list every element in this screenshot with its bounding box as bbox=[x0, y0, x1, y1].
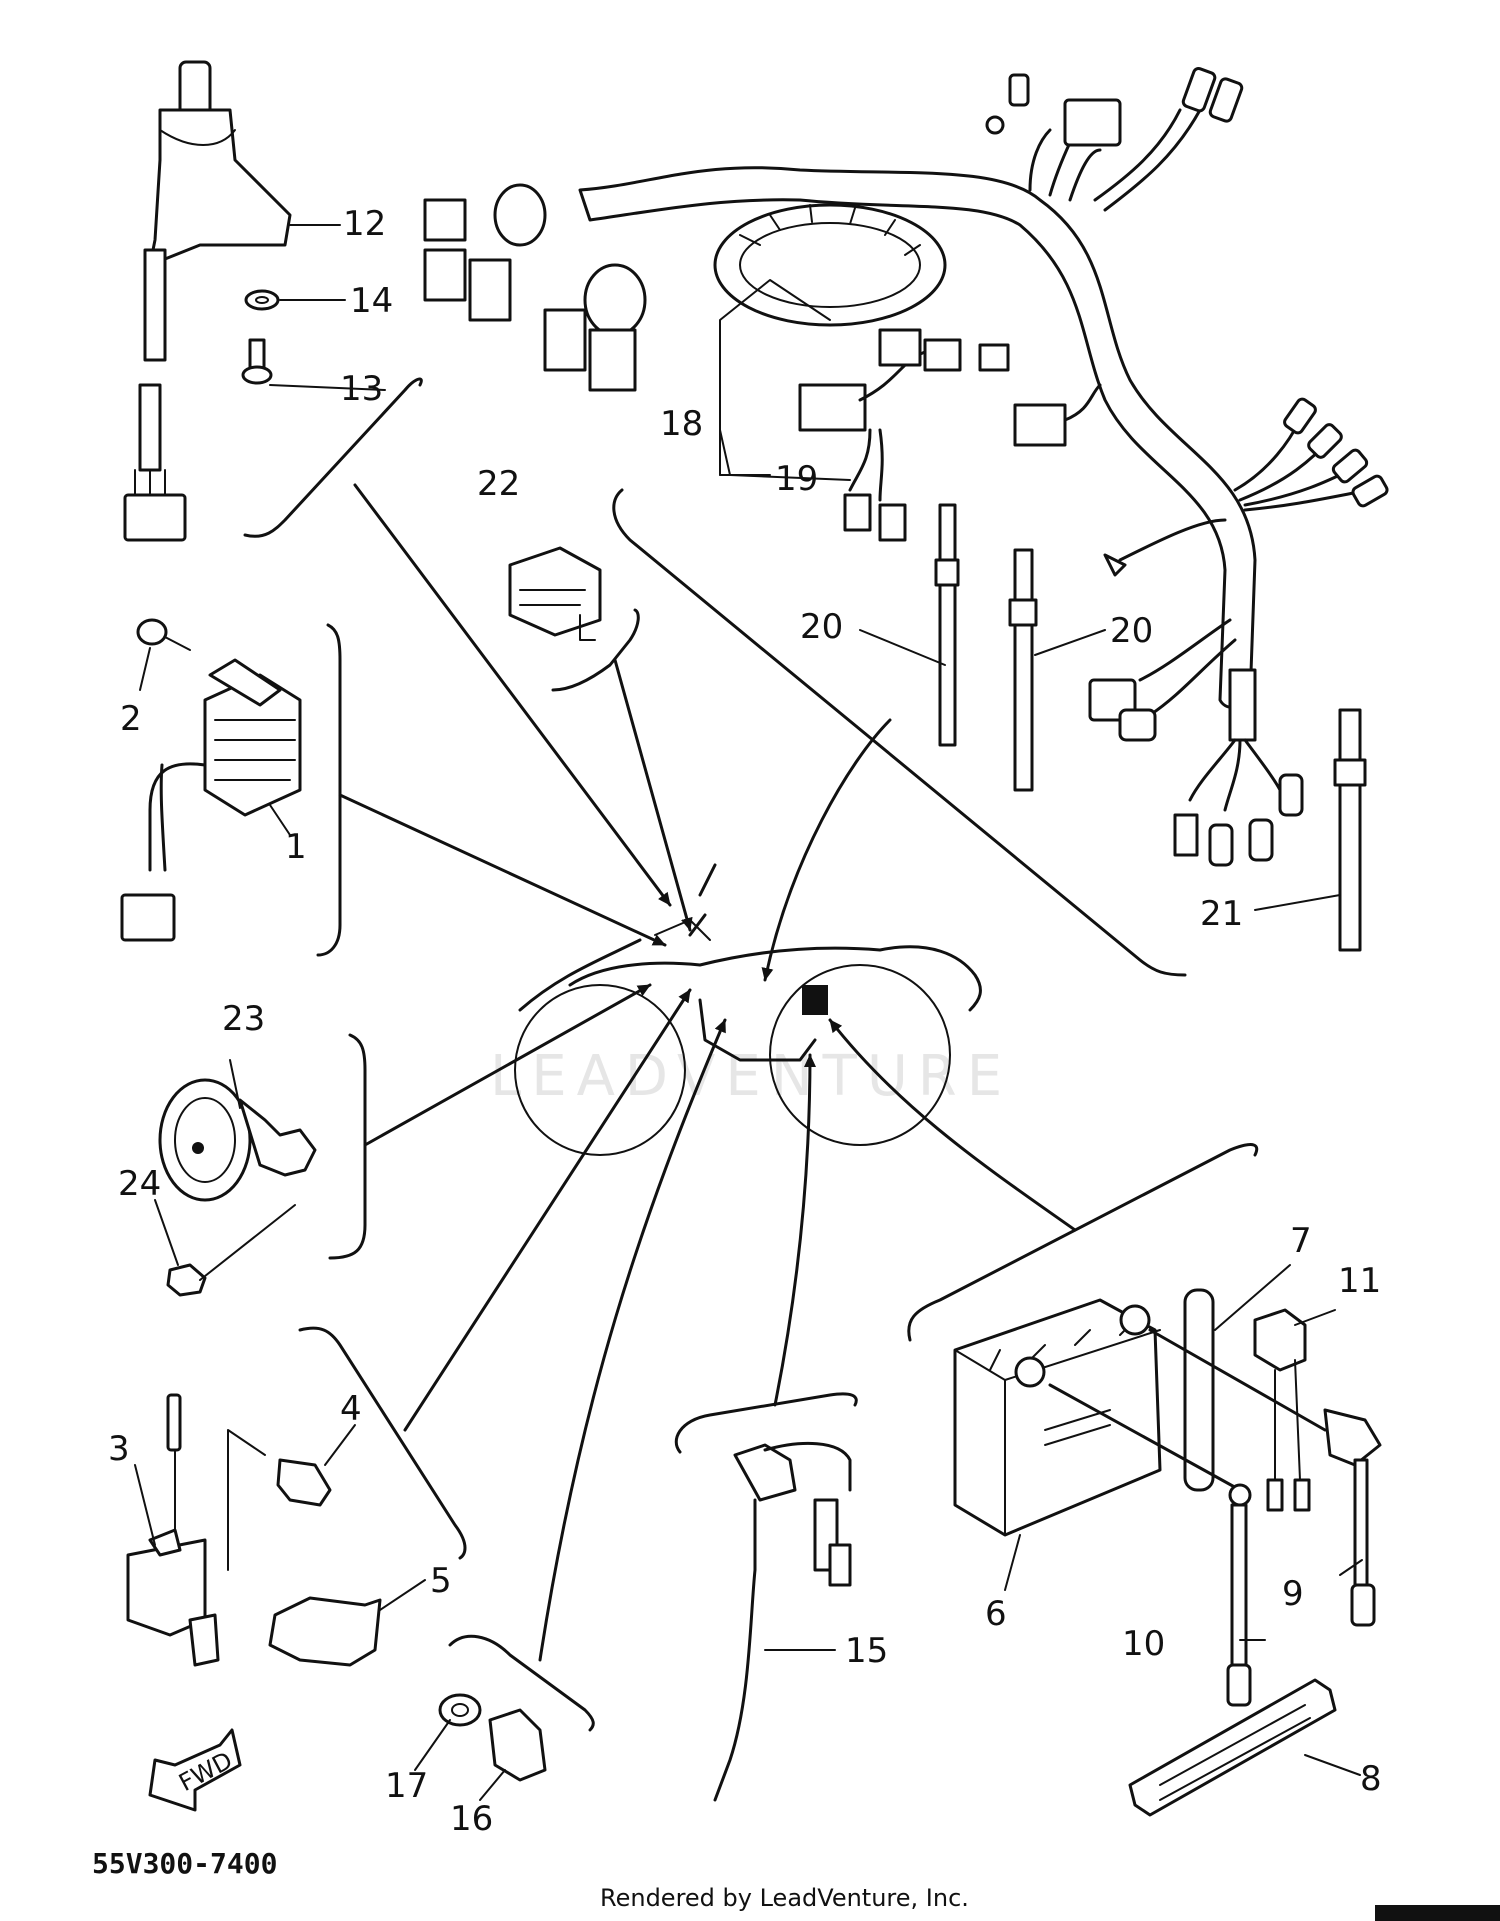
battery-breather-pipe bbox=[1183, 1288, 1215, 1492]
callout-8: 8 bbox=[1360, 1759, 1382, 1799]
fwd-arrow-icon: FWD bbox=[148, 1728, 242, 1812]
leader-lines bbox=[338, 483, 1077, 1662]
callout-4: 4 bbox=[340, 1389, 362, 1429]
wire-harness bbox=[423, 67, 1389, 867]
callout-leaders bbox=[134, 224, 1363, 1801]
oil-switch bbox=[438, 1693, 547, 1782]
footer-credit: Rendered by LeadVenture, Inc. bbox=[600, 1884, 969, 1912]
rectifier-regulator bbox=[120, 618, 302, 942]
callout-numbers: 12 14 13 2 1 22 18 19 20 20 21 23 24 4 3… bbox=[108, 204, 1382, 1839]
callout-5: 5 bbox=[430, 1561, 452, 1601]
callout-7: 7 bbox=[1290, 1221, 1312, 1261]
leadventure-watermark: LEADVENTURE bbox=[490, 1044, 1012, 1109]
callout-20-left: 20 bbox=[800, 607, 843, 647]
callout-9: 9 bbox=[1282, 1574, 1304, 1614]
callout-23: 23 bbox=[222, 999, 265, 1039]
callout-16: 16 bbox=[450, 1799, 493, 1839]
flasher-relay bbox=[508, 546, 602, 641]
corner-mark bbox=[1375, 1905, 1500, 1921]
battery-leads bbox=[1048, 1308, 1382, 1707]
callout-21: 21 bbox=[1200, 894, 1243, 934]
callout-2: 2 bbox=[120, 699, 142, 739]
callout-20-right: 20 bbox=[1110, 611, 1153, 651]
group-brackets bbox=[243, 377, 1259, 1732]
callout-17: 17 bbox=[385, 1766, 428, 1806]
callout-14: 14 bbox=[350, 281, 393, 321]
ignition-coil bbox=[126, 1393, 382, 1667]
callout-19: 19 bbox=[775, 459, 818, 499]
battery-band bbox=[1128, 1678, 1337, 1817]
callout-6: 6 bbox=[985, 1594, 1007, 1634]
switch-washer bbox=[244, 289, 280, 311]
horn bbox=[158, 1078, 317, 1297]
callout-3: 3 bbox=[108, 1429, 130, 1469]
switch-bolt bbox=[241, 338, 273, 385]
callout-13: 13 bbox=[340, 369, 383, 409]
callout-10: 10 bbox=[1122, 1624, 1165, 1664]
callout-22: 22 bbox=[477, 464, 520, 504]
callout-24: 24 bbox=[118, 1164, 161, 1204]
main-switch bbox=[123, 60, 292, 542]
callout-11: 11 bbox=[1338, 1261, 1381, 1301]
cable-ties bbox=[934, 503, 1367, 952]
callout-18: 18 bbox=[660, 404, 703, 444]
spark-plug-lead bbox=[713, 1441, 852, 1802]
callout-12: 12 bbox=[343, 204, 386, 244]
diagram-code: 55V300-7400 bbox=[92, 1847, 277, 1880]
callout-1: 1 bbox=[285, 827, 307, 867]
callout-15: 15 bbox=[845, 1631, 888, 1671]
battery bbox=[953, 1298, 1162, 1537]
